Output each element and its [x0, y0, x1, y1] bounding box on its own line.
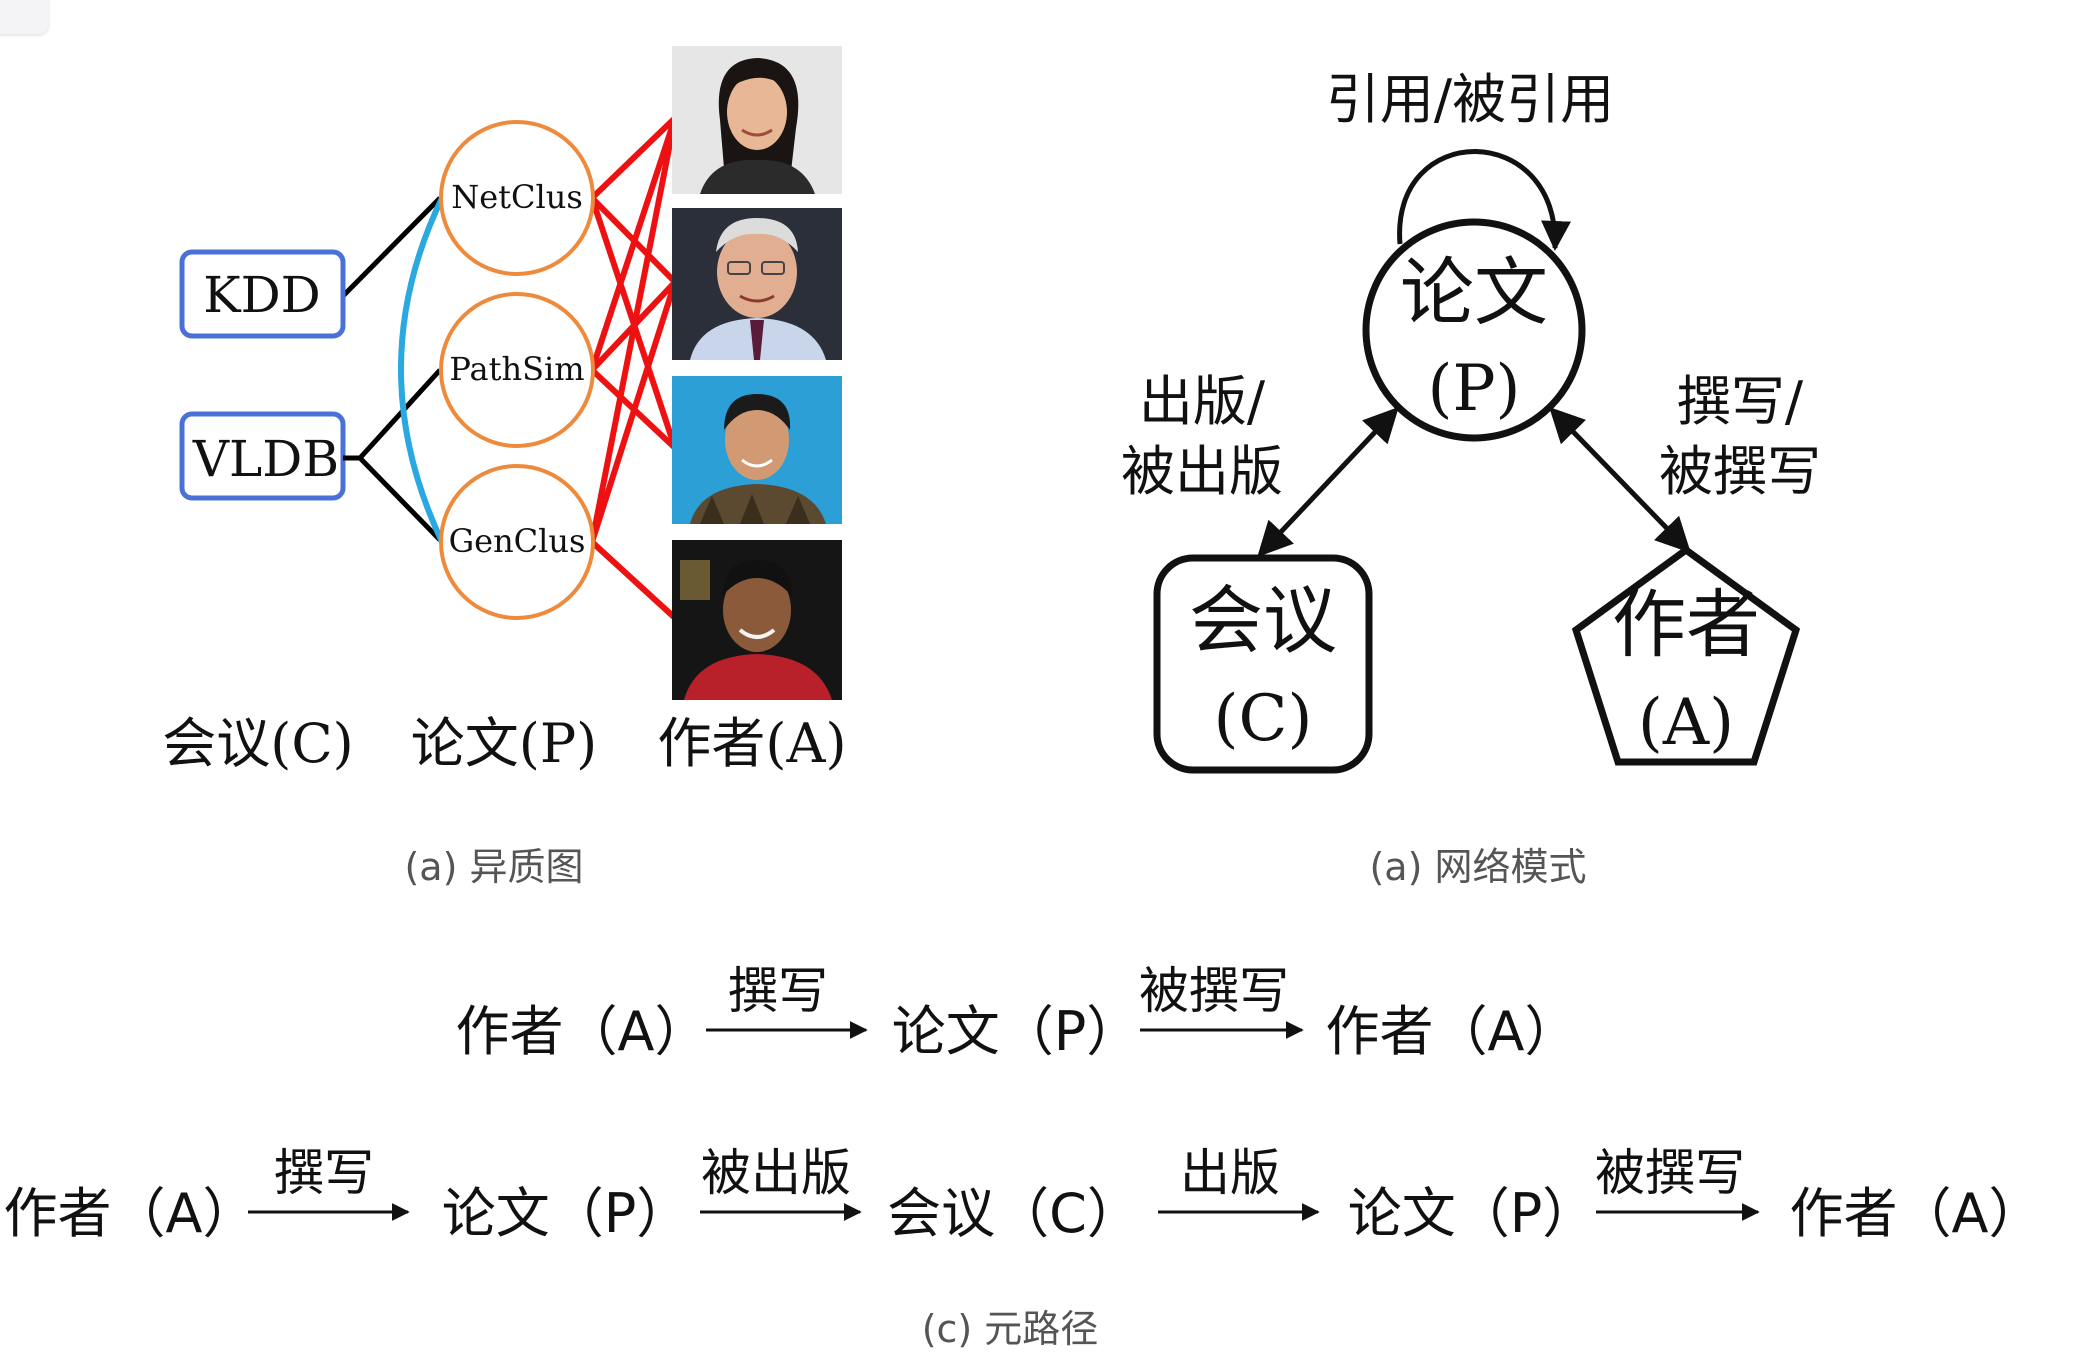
- schema-paper-name: 论文: [1400, 250, 1548, 336]
- path1-relation-1: 撰写: [728, 962, 828, 1020]
- caption-network-schema: (a) 网络模式: [1369, 845, 1586, 889]
- left-edge-label-line2: 被出版: [1121, 440, 1283, 503]
- path2-relation-2: 被出版: [701, 1144, 851, 1202]
- author-photo-4: [672, 540, 842, 700]
- edge-genclus-author2: [589, 281, 678, 543]
- edge-pathsim-author1: [589, 117, 678, 371]
- path1-node-3: 作者（A）: [1326, 1000, 1579, 1063]
- schema-author-name: 作者: [1612, 582, 1760, 668]
- schema-author-abbr: (A): [1638, 686, 1734, 760]
- meta-path-2: 作者（A） 撰写 论文（P） 被出版 会议（C） 出版 论文（P） 被撰写 作者…: [4, 1144, 2043, 1245]
- path2-node-1: 作者（A）: [4, 1182, 257, 1245]
- right-edge-label-line2: 被撰写: [1659, 440, 1821, 503]
- edge-vldb-pathsim: [358, 368, 442, 460]
- conference-node-kdd: KDD: [179, 249, 346, 339]
- caption-meta-path: (c) 元路径: [922, 1307, 1099, 1351]
- schema-author-node: 作者 (A): [1571, 545, 1801, 766]
- paper-label-pathsim: PathSim: [449, 350, 584, 388]
- edge-paper-author: [1549, 406, 1691, 554]
- edge-kdd-netclus: [341, 196, 442, 298]
- path2-node-3: 会议（C）: [887, 1182, 1141, 1245]
- conference-paper-edges: [341, 196, 442, 542]
- column-label-paper: 论文(P): [411, 712, 597, 775]
- self-loop-label: 引用/被引用: [1326, 68, 1614, 131]
- path1-node-2: 论文（P）: [892, 1000, 1141, 1063]
- schema-paper-node: 论文 (P): [1362, 218, 1586, 442]
- author-photo-2: [672, 208, 842, 360]
- edge-paper-conference: [1257, 406, 1399, 558]
- corner-widget: [0, 0, 48, 34]
- self-loop-arrow: [1397, 149, 1572, 251]
- schema-paper-abbr: (P): [1428, 352, 1521, 426]
- meta-path-panel: 作者（A） 撰写 论文（P） 被撰写 作者（A） 作者（A） 撰写 论文（P） …: [4, 962, 2043, 1351]
- schema-conference-name: 会议: [1189, 578, 1337, 664]
- paper-label-netclus: NetClus: [451, 178, 583, 216]
- paper-node-netclus: NetClus: [439, 120, 595, 276]
- path1-node-1: 作者（A）: [456, 1000, 709, 1063]
- caption-heterogeneous-graph: (a) 异质图: [404, 845, 583, 889]
- path2-node-2: 论文（P）: [442, 1182, 691, 1245]
- path1-relation-2: 被撰写: [1139, 962, 1289, 1020]
- paper-node-genclus: GenClus: [439, 464, 595, 620]
- paper-author-edges: [589, 115, 678, 621]
- edge-genclus-author4: [589, 539, 678, 621]
- paper-node-pathsim: PathSim: [439, 292, 595, 448]
- edge-genclus-author1: [589, 117, 678, 543]
- edge-netclus-author1: [589, 115, 678, 201]
- network-schema-panel: 引用/被引用 论文 (P) 会议 (C) 作者 (A) 出版/ 被出版 撰写/ …: [1121, 68, 1821, 889]
- left-edge-label-line1: 出版/: [1139, 370, 1266, 433]
- column-label-author: 作者(A): [657, 712, 846, 775]
- schema-conference-node: 会议 (C): [1153, 554, 1373, 774]
- path2-node-4: 论文（P）: [1348, 1182, 1597, 1245]
- paper-paper-edge: [398, 196, 445, 544]
- path2-relation-4: 被撰写: [1595, 1144, 1745, 1202]
- paper-label-genclus: GenClus: [449, 522, 586, 560]
- meta-path-1: 作者（A） 撰写 论文（P） 被撰写 作者（A）: [456, 962, 1579, 1063]
- edge-vldb-genclus: [358, 456, 442, 542]
- author-photo-3: [672, 376, 842, 524]
- path2-relation-3: 出版: [1180, 1144, 1280, 1202]
- conference-label-kdd: KDD: [203, 266, 321, 324]
- author-photo-1: [672, 46, 842, 194]
- column-label-conference: 会议(C): [162, 712, 353, 775]
- path2-node-5: 作者（A）: [1790, 1182, 2043, 1245]
- right-edge-label-line1: 撰写/: [1677, 370, 1804, 433]
- heterogeneous-graph-panel: KDD VLDB NetClus PathSim GenClus: [162, 46, 847, 889]
- conference-node-vldb: VLDB: [179, 411, 346, 501]
- schema-conference-abbr: (C): [1214, 682, 1313, 756]
- path2-relation-1: 撰写: [274, 1144, 374, 1202]
- conference-label-vldb: VLDB: [192, 430, 339, 488]
